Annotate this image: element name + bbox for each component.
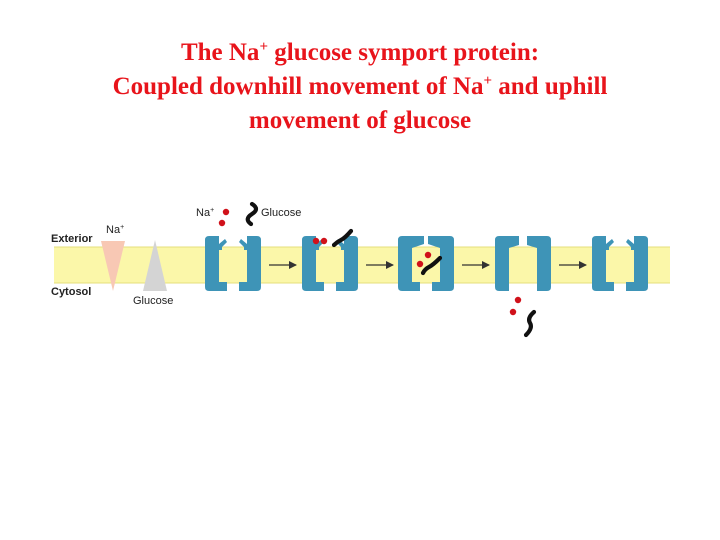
na-ion xyxy=(320,237,328,245)
transporter-stage-5 xyxy=(592,236,648,291)
glucose-molecule xyxy=(523,309,537,338)
na-ion xyxy=(424,251,432,259)
exterior-label: Exterior xyxy=(51,233,93,245)
glucose-molecule xyxy=(245,201,259,227)
na-gradient-label: Na+ xyxy=(106,224,124,236)
glucose-gradient-wedge xyxy=(143,240,167,291)
transporter-stage-2 xyxy=(302,236,358,291)
na-ion xyxy=(509,308,517,316)
transporter-stage-4 xyxy=(495,236,551,291)
na-ion xyxy=(218,219,226,227)
na-ion xyxy=(514,296,522,304)
title-line-3: movement of glucose xyxy=(248,107,472,134)
glucose-molecule xyxy=(331,228,354,248)
na-ion xyxy=(312,237,320,245)
cytosol-label: Cytosol xyxy=(51,286,91,298)
glucose-top-label: Glucose xyxy=(261,207,301,219)
na-gradient-wedge xyxy=(101,241,125,291)
title-line-1: The Na+ glucose symport protein: xyxy=(180,39,540,66)
na-top-label: Na+ xyxy=(196,207,214,219)
title-line-2: Coupled downhill movement of Na+ and uph… xyxy=(112,73,608,100)
na-ion xyxy=(416,260,424,268)
transporter-stage-1 xyxy=(205,236,261,291)
transporter-stage-3 xyxy=(398,236,454,291)
glucose-gradient-label: Glucose xyxy=(133,295,173,307)
slide-title: The Na+ glucose symport protein: Coupled… xyxy=(0,36,720,138)
na-ion xyxy=(222,208,230,216)
glucose-molecule xyxy=(420,255,443,276)
